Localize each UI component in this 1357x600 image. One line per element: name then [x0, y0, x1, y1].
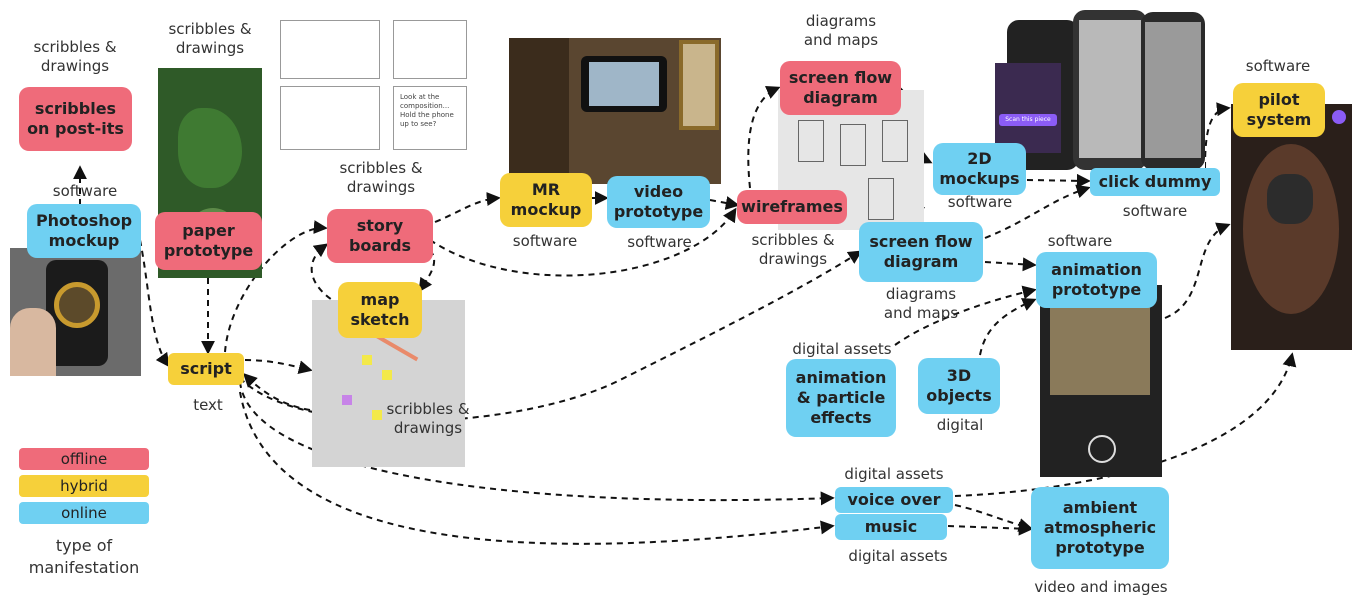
- caption-software-video: software: [627, 233, 692, 251]
- edge-sfd2-to-click: [984, 184, 1091, 239]
- edge-story-to-mr: [434, 192, 501, 223]
- edge-map-to-story: [310, 243, 341, 306]
- edge-2d-to-click: [1026, 173, 1091, 188]
- edge-wire-to-sfd1: [747, 85, 781, 189]
- caption-digital-assets-anim: digital assets: [792, 340, 892, 358]
- edge-anim-to-pilot: [1164, 222, 1231, 319]
- caption-scribbles-paper: scribbles & drawings: [168, 20, 252, 57]
- caption-software-click: software: [1122, 202, 1188, 220]
- edge-voice-to-ambient: [954, 504, 1033, 532]
- node-screen-flow-diagram-mid: screen flow diagram: [859, 222, 983, 282]
- image-storyboard-sketches: Look at the composition... Hold the phon…: [278, 18, 468, 152]
- caption-scribbles-postits: scribbles & drawings: [33, 38, 117, 75]
- node-script: script: [168, 353, 244, 385]
- node-click-dummy: click dummy: [1090, 168, 1220, 196]
- node-wireframes: wireframes: [737, 190, 847, 224]
- node-3d-objects: 3D objects: [918, 358, 1000, 414]
- edge-music-to-ambient: [947, 521, 1033, 536]
- node-ambient-atmospheric-prototype: ambient atmospheric prototype: [1031, 487, 1169, 569]
- edge-video-to-wire: [709, 196, 740, 210]
- caption-digital-assets-voice: digital assets: [844, 465, 944, 483]
- edge-3d-to-anim: [979, 298, 1037, 356]
- node-voice-over: voice over: [835, 487, 953, 513]
- photo-phone-hand: [10, 248, 141, 376]
- edge-script-to-story: [224, 220, 328, 353]
- node-animation-prototype: animation prototype: [1036, 252, 1157, 308]
- photo-mr-museum: [509, 38, 721, 184]
- caption-software-mr: software: [512, 232, 578, 250]
- caption-scribbles-story: scribbles & drawings: [339, 159, 423, 196]
- node-photoshop-mockup: Photoshop mockup: [27, 204, 141, 258]
- node-paper-prototype: paper prototype: [155, 212, 262, 270]
- photo-phones: Scan this piece: [995, 8, 1205, 170]
- edge-script-to-music: [239, 391, 835, 545]
- node-2d-mockups: 2D mockups: [933, 143, 1026, 195]
- caption-software-2d: software: [947, 193, 1013, 211]
- node-screen-flow-diagram-top: screen flow diagram: [780, 61, 901, 115]
- edge-particle-to-anim: [894, 285, 1037, 346]
- edge-voice-to-pilot: [954, 352, 1297, 497]
- caption-diagrams-top: diagrams and maps: [803, 12, 879, 49]
- node-animation-particle-effects: animation & particle effects: [786, 359, 896, 437]
- edge-script-to-map-2: [243, 373, 311, 411]
- node-pilot-system: pilot system: [1233, 83, 1325, 137]
- legend-online: online: [19, 502, 149, 524]
- node-scribbles-on-postits: scribbles on post-its: [19, 87, 132, 151]
- edge-script-to-voice: [239, 381, 835, 506]
- caption-digital-assets-music: digital assets: [848, 547, 948, 565]
- node-music: music: [835, 514, 947, 540]
- phone-scan-button: Scan this piece: [999, 114, 1057, 126]
- legend-offline: offline: [19, 448, 149, 470]
- caption-digital-3d: digital: [936, 416, 984, 434]
- storyboard-speech-bubble: Look at the composition... Hold the phon…: [400, 93, 454, 128]
- caption-diagrams-mid: diagrams and maps: [883, 285, 959, 322]
- edge-script-to-map-1: [244, 359, 313, 375]
- node-map-sketch: map sketch: [338, 282, 422, 338]
- node-video-prototype: video prototype: [607, 176, 710, 228]
- caption-scribbles-wire: scribbles & drawings: [751, 231, 835, 268]
- caption-software-pilot: software: [1245, 57, 1311, 75]
- legend-caption: type of manifestation: [28, 536, 140, 577]
- node-mr-mockup: MR mockup: [500, 173, 592, 227]
- edge-click-to-pilot: [1204, 102, 1231, 169]
- node-story-boards: story boards: [327, 209, 433, 263]
- caption-text-script: text: [193, 396, 223, 414]
- edge-story-to-wire: [429, 207, 737, 277]
- photo-animation-phone: [1040, 285, 1162, 477]
- edge-sfd2-to-anim: [984, 257, 1037, 272]
- edge-photoshop-to-script: [139, 239, 170, 368]
- caption-software-anim: software: [1047, 232, 1113, 250]
- photo-pilot-system: [1231, 104, 1352, 350]
- caption-software-photoshop: software: [52, 182, 118, 200]
- caption-video-images: video and images: [1034, 578, 1168, 596]
- caption-scribbles-map: scribbles & drawings: [386, 400, 470, 437]
- legend-hybrid: hybrid: [19, 475, 149, 497]
